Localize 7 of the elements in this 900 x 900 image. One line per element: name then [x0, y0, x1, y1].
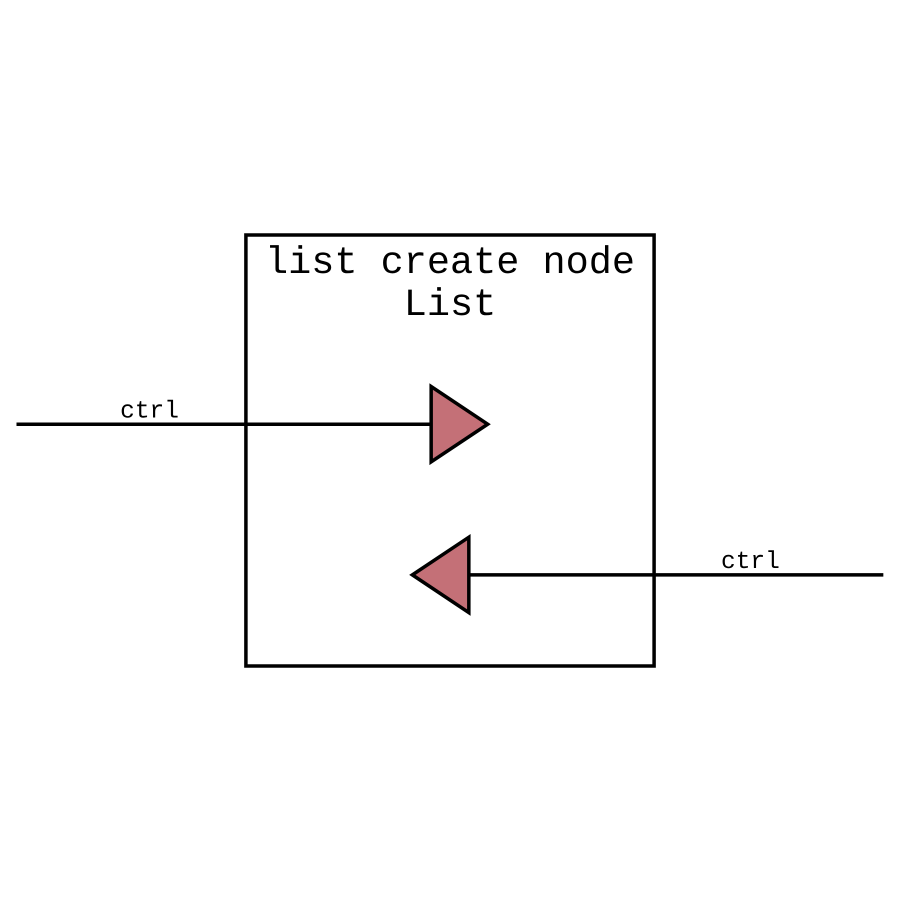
node-triangle	[409, 533, 471, 616]
edge-label: ctrl	[120, 398, 179, 426]
connector	[16, 422, 432, 426]
connector	[469, 572, 884, 576]
edge-label: ctrl	[721, 548, 780, 576]
node-triangle	[429, 382, 491, 465]
cluster: list create node List	[244, 232, 656, 668]
